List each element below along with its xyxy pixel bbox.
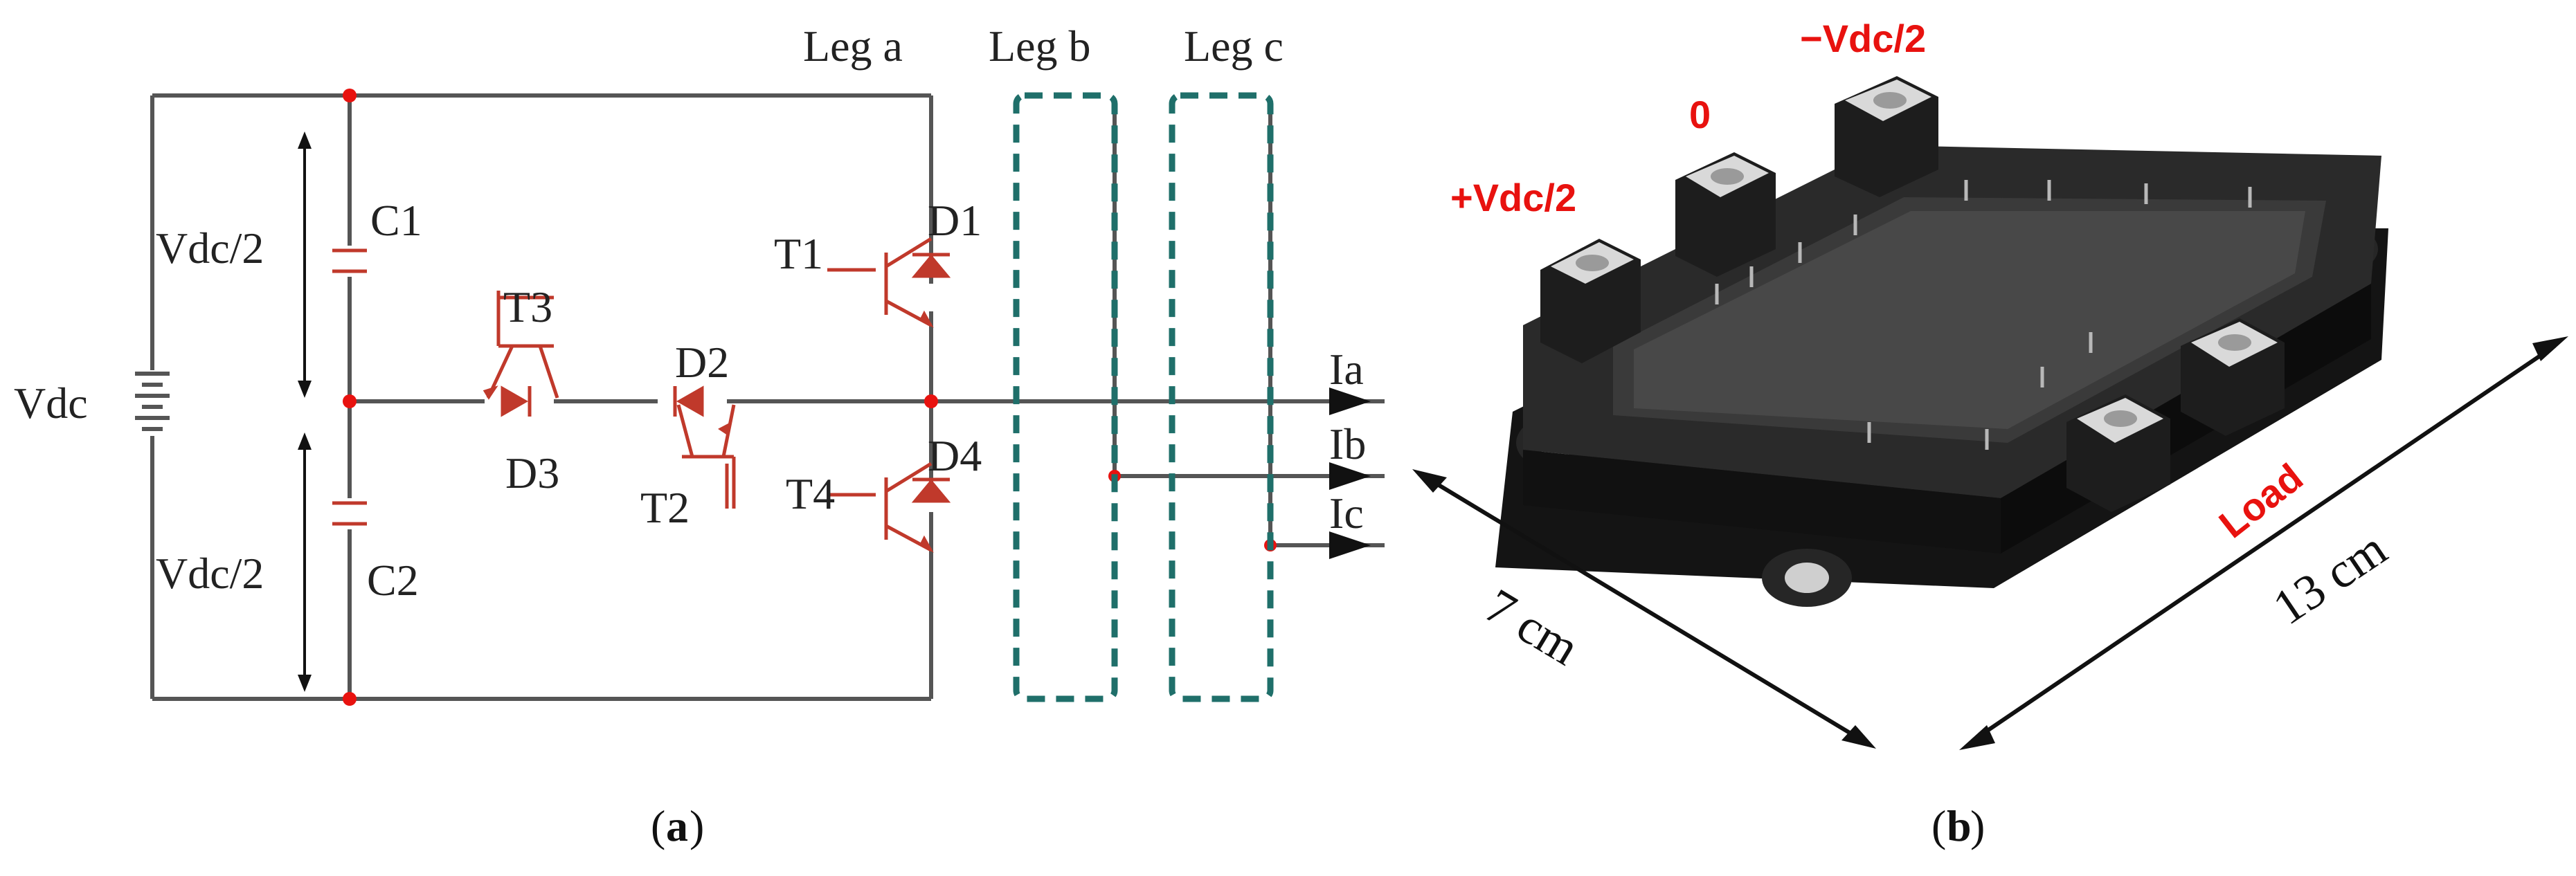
signal-pins [1715, 180, 2252, 450]
diode-d2-label: D2 [675, 338, 729, 387]
terminal-plus [1540, 239, 1641, 363]
terminal-minus [1835, 76, 1938, 197]
diode-d1-symbol [911, 253, 951, 278]
leg-c-label: Leg c [1184, 21, 1284, 71]
switch-t4-symbol [827, 462, 934, 553]
caption-b-close: ) [1970, 801, 1985, 850]
switch-t1-symbol [827, 237, 934, 328]
switch-t3-label: T3 [503, 282, 552, 331]
capacitor-c2 [332, 501, 367, 526]
length-dimension-arrow [1959, 336, 2568, 750]
capacitor-c1-label: C1 [370, 196, 422, 245]
length-label: 13 cm [2263, 520, 2396, 635]
half-voltage-arrows [298, 131, 312, 692]
circuit-diagram: Vdc Vdc/2 Vdc/2 C1 C2 [14, 21, 1385, 850]
dc-bus-wires [150, 93, 1385, 701]
leg-b-box [1013, 92, 1118, 702]
junction-nodes [343, 89, 1277, 706]
leg-a-label: Leg a [803, 21, 903, 71]
dc-source-symbol [135, 372, 170, 431]
diode-d1-label: D1 [928, 196, 982, 245]
terminal-zero [1675, 152, 1776, 277]
output-arrows [1329, 387, 1371, 559]
leg-b-label: Leg b [989, 21, 1091, 71]
diode-d3-symbol [501, 385, 532, 417]
switch-t3-symbol [483, 291, 559, 400]
capacitor-c2-label: C2 [367, 556, 419, 605]
caption-a-close: ) [690, 801, 704, 850]
module-front-wall [1523, 450, 2001, 554]
caption-b-letter: b [1947, 801, 1972, 850]
half-voltage-bottom-label: Vdc/2 [156, 549, 264, 598]
output-ib-label: Ib [1329, 419, 1366, 468]
power-module-illustration: +Vdc/2 0 −Vdc/2 Load 7 cm 13 cm ( b ) [1412, 17, 2568, 850]
diode-d2-symbol [673, 385, 704, 417]
caption-a-letter: a [666, 801, 688, 850]
terminal-load-1 [2181, 318, 2285, 436]
capacitor-c1 [332, 248, 367, 273]
switch-t2-label: T2 [640, 483, 690, 532]
width-dimension-arrow [1412, 469, 1876, 749]
switch-t2-symbol [676, 404, 736, 509]
terminal-load-2 [2066, 394, 2170, 512]
width-label: 7 cm [1476, 578, 1589, 676]
caption-a-open: ( [651, 801, 665, 850]
leg-c-box [1169, 92, 1274, 702]
diode-d3-label: D3 [505, 448, 559, 498]
output-ia-label: Ia [1329, 345, 1364, 394]
terminal-zero-label: 0 [1689, 93, 1711, 136]
switch-t1-label: T1 [774, 229, 823, 278]
switch-t4-label: T4 [786, 469, 835, 518]
source-label: Vdc [14, 378, 88, 428]
diode-d4-label: D4 [928, 431, 982, 480]
output-ic-label: Ic [1329, 489, 1364, 538]
caption-b-open: ( [1931, 801, 1946, 850]
terminal-load-label: Load [2211, 455, 2311, 546]
terminal-plus-label: +Vdc/2 [1450, 176, 1576, 219]
terminal-minus-label: −Vdc/2 [1800, 17, 1926, 60]
half-voltage-top-label: Vdc/2 [156, 223, 264, 273]
diode-d4-symbol [911, 477, 951, 503]
